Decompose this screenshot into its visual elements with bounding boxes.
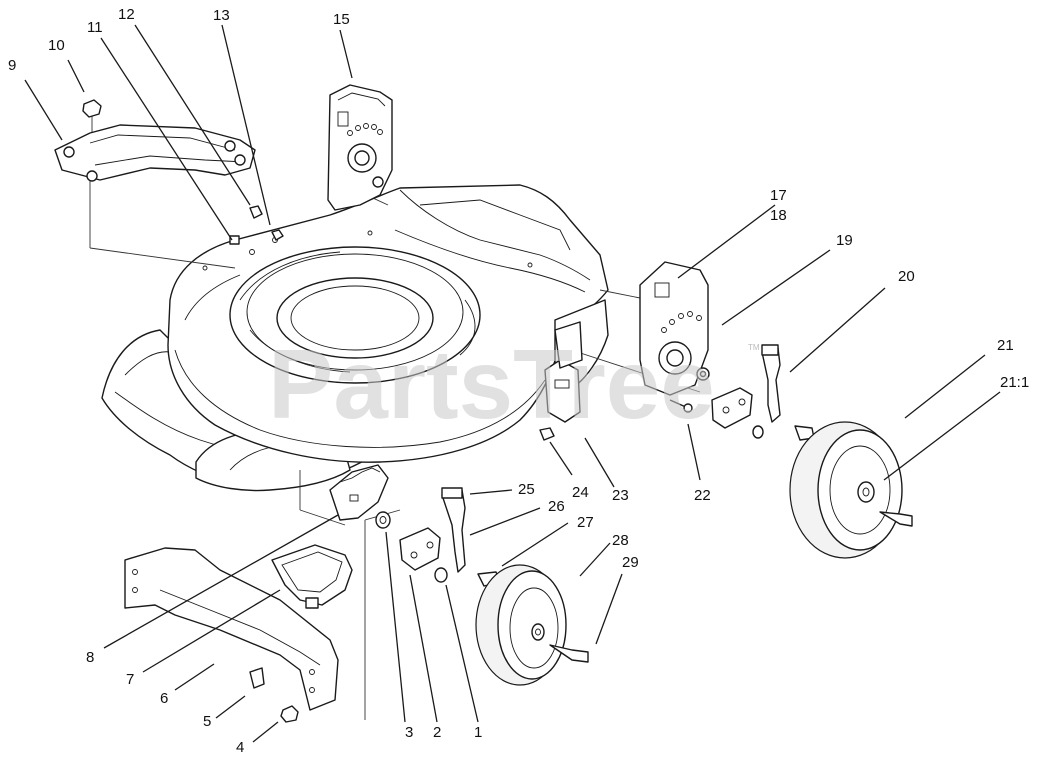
callout-10[interactable]: 10 bbox=[48, 37, 65, 54]
part-6-side-skirt[interactable] bbox=[124, 547, 339, 711]
part-21-1-wheel-bolt[interactable] bbox=[879, 511, 913, 527]
part-5-screw[interactable] bbox=[249, 667, 265, 689]
part-8-height-selector[interactable] bbox=[329, 464, 389, 521]
callout-12[interactable]: 12 bbox=[118, 6, 135, 23]
part-17-height-bracket[interactable] bbox=[639, 261, 710, 396]
callout-29[interactable]: 29 bbox=[622, 554, 639, 571]
callout-17[interactable]: 17 bbox=[770, 187, 787, 204]
part-21-rear-wheel[interactable] bbox=[789, 421, 903, 559]
callout-15[interactable]: 15 bbox=[333, 11, 350, 28]
right-pivot-plate[interactable] bbox=[711, 387, 753, 429]
callout-1[interactable]: 1 bbox=[474, 724, 482, 741]
part-24-nut[interactable] bbox=[539, 427, 555, 441]
callout-24[interactable]: 24 bbox=[572, 484, 589, 501]
callout-28[interactable]: 28 bbox=[612, 532, 629, 549]
part-28-front-wheel[interactable] bbox=[475, 564, 567, 686]
watermark-trademark: TM bbox=[748, 343, 760, 352]
part-3-washer[interactable] bbox=[375, 511, 391, 529]
watermark-text: PartsTree bbox=[268, 329, 715, 439]
part-4-nut[interactable] bbox=[280, 705, 299, 723]
callout-3[interactable]: 3 bbox=[405, 724, 413, 741]
callout-21-1[interactable]: 21:1 bbox=[1000, 374, 1029, 391]
rear-mount-plate[interactable] bbox=[554, 321, 583, 369]
callout-4[interactable]: 4 bbox=[236, 739, 244, 756]
right-washer[interactable] bbox=[752, 425, 764, 439]
callout-21[interactable]: 21 bbox=[997, 337, 1014, 354]
callout-2[interactable]: 2 bbox=[433, 724, 441, 741]
callout-25[interactable]: 25 bbox=[518, 481, 535, 498]
callout-5[interactable]: 5 bbox=[203, 713, 211, 730]
callout-26[interactable]: 26 bbox=[548, 498, 565, 515]
callout-labels: 9 10 11 12 13 15 17 18 19 20 21 21:1 22 … bbox=[8, 6, 1029, 756]
callout-9[interactable]: 9 bbox=[8, 57, 16, 74]
part-25-height-lever[interactable] bbox=[441, 487, 466, 573]
callout-6[interactable]: 6 bbox=[160, 690, 168, 707]
leader-lines bbox=[24, 24, 1001, 743]
callout-8[interactable]: 8 bbox=[86, 649, 94, 666]
part-2-pivot-plate[interactable] bbox=[399, 527, 441, 571]
part-29-wheel-bolt[interactable] bbox=[549, 644, 589, 663]
callout-19[interactable]: 19 bbox=[836, 232, 853, 249]
part-13-nut[interactable] bbox=[271, 229, 284, 241]
callout-13[interactable]: 13 bbox=[213, 7, 230, 24]
callout-27[interactable]: 27 bbox=[577, 514, 594, 531]
part-20-height-lever[interactable] bbox=[761, 344, 781, 423]
part-22-screw[interactable] bbox=[669, 399, 693, 413]
callout-23[interactable]: 23 bbox=[612, 487, 629, 504]
callout-7[interactable]: 7 bbox=[126, 671, 134, 688]
callout-11[interactable]: 11 bbox=[87, 19, 103, 36]
part-12-screw[interactable] bbox=[249, 205, 263, 219]
callout-20[interactable]: 20 bbox=[898, 268, 915, 285]
part-15-height-bracket[interactable] bbox=[327, 84, 393, 211]
callout-18[interactable]: 18 bbox=[770, 207, 787, 224]
part-11-bolt[interactable] bbox=[229, 235, 240, 245]
callout-22[interactable]: 22 bbox=[694, 487, 711, 504]
part-7-deflector[interactable] bbox=[271, 544, 353, 609]
part-9-rear-cover[interactable] bbox=[54, 124, 256, 182]
part-23-bracket[interactable] bbox=[544, 359, 581, 423]
mower-deck[interactable] bbox=[101, 184, 609, 492]
part-1-washer[interactable] bbox=[434, 567, 448, 583]
part-10-nut[interactable] bbox=[82, 99, 102, 118]
